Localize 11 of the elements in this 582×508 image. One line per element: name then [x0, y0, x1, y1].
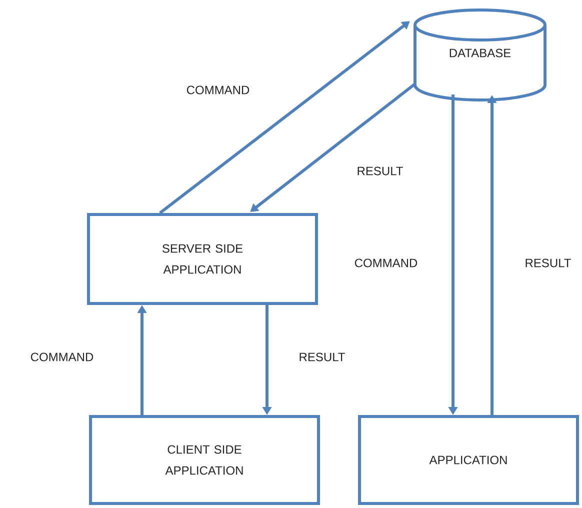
edge-label: RESULT: [354, 164, 406, 178]
node-label: DATABASE: [450, 48, 511, 58]
application-box: APPLICATION: [358, 414, 579, 505]
edge-label: RESULT: [296, 350, 348, 364]
edge-label: COMMAND: [352, 256, 420, 270]
edge-label: RESULT: [522, 256, 574, 270]
application-box: CLIENT SIDE APPLICATION: [89, 414, 320, 505]
edge-label: COMMAND: [184, 84, 252, 96]
database-cylinder: DATABASE: [414, 8, 546, 102]
edge-label: COMMAND: [28, 350, 96, 364]
application-box: SERVER SIDE APPLICATION: [87, 212, 318, 305]
